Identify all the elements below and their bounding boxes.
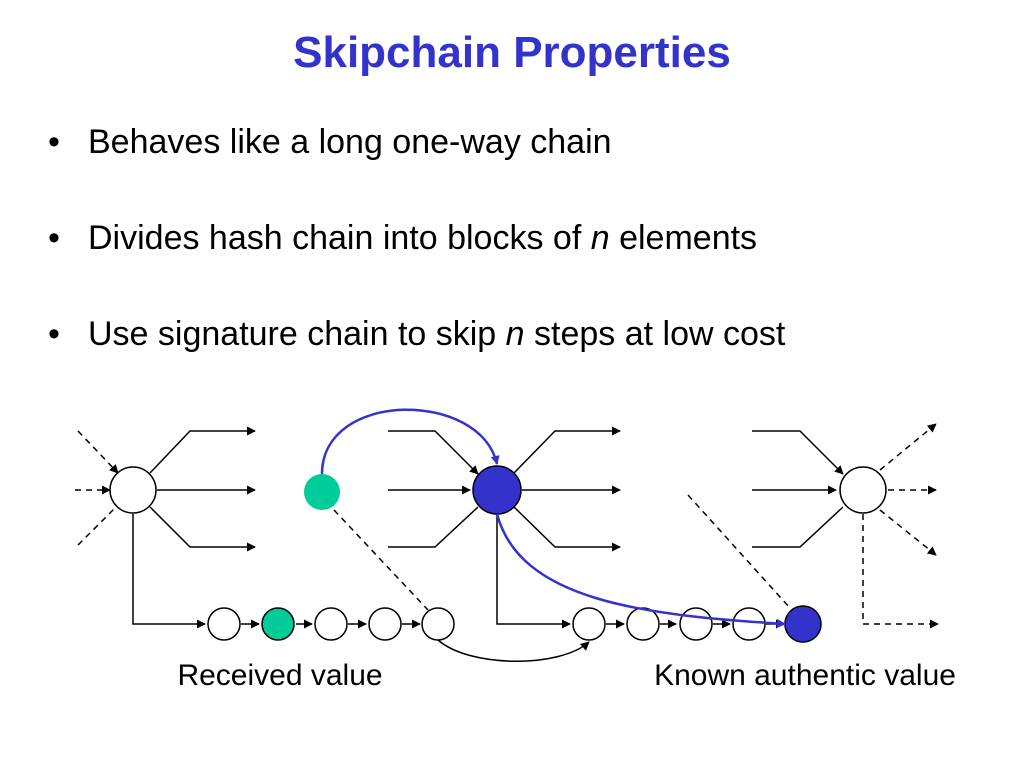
verify-arrow [320, 408, 500, 475]
known-authentic-value-label: Known authentic value [654, 659, 956, 692]
bullet-item: • Divides hash chain into blocks of n ele… [48, 214, 785, 310]
dashed-in-arrow [77, 430, 119, 474]
authentic-signature-node [472, 465, 522, 515]
dashed-link [687, 494, 791, 609]
bullet-item: • Behaves like a long one-way chain [48, 118, 785, 214]
bullet-text-after: elements [609, 219, 758, 257]
received-value-label: Received value [177, 659, 382, 692]
chain-node [572, 607, 606, 641]
fan-out-arrow [513, 506, 621, 552]
chain-node [368, 607, 402, 641]
in-line [388, 506, 479, 548]
bullet-italic: n [505, 315, 525, 353]
in-arrow [752, 430, 844, 475]
bullet-marker: • [48, 315, 60, 353]
received-signature-node [304, 474, 340, 510]
bullet-text: Behaves like a long one-way chain [88, 123, 612, 161]
in-arrow [388, 430, 479, 475]
chain-link-arrow [496, 515, 571, 629]
chain-node [732, 607, 766, 641]
bullet-text: Divides hash chain into blocks of [88, 219, 591, 257]
skip-arrow [437, 639, 590, 662]
fan-out-arrow [149, 506, 256, 552]
fan-out-arrow [149, 426, 256, 474]
dashed-chain-arrow [862, 514, 939, 629]
signature-block-1 [75, 426, 256, 629]
bullet-list: • Behaves like a long one-way chain • Divi… [48, 118, 785, 406]
authenticate-arrow [495, 513, 786, 628]
signature-block-3 [752, 423, 939, 629]
slide-title: Skipchain Properties [293, 28, 731, 77]
received-chain-node [261, 607, 295, 641]
hash-chain-2 [572, 605, 822, 643]
hash-chain-1 [207, 607, 455, 641]
chain-node [207, 607, 241, 641]
bullet-text-after: steps at low cost [524, 315, 786, 353]
chain-node [421, 607, 455, 641]
signature-block-2 [388, 426, 621, 629]
bullet-item: • Use signature chain to skip n steps at … [48, 310, 785, 406]
bullet-italic: n [590, 219, 610, 257]
in-line [752, 506, 844, 548]
dashed-out-arrow [879, 423, 937, 471]
signature-node [109, 466, 157, 514]
chain-node [626, 607, 660, 641]
chain-link-arrow [132, 514, 206, 629]
chain-node [314, 607, 348, 641]
dashed-link [333, 509, 429, 611]
bullet-marker: • [48, 123, 60, 161]
bullet-text: Use signature chain to skip [88, 315, 506, 353]
authentic-chain-node [784, 605, 822, 643]
dashed-out-arrow [879, 509, 937, 556]
signature-node [839, 466, 887, 514]
chain-node [679, 607, 713, 641]
bullet-marker: • [48, 219, 60, 257]
fan-out-arrow [513, 426, 621, 474]
dashed-in-line [77, 506, 117, 546]
received-signature [304, 474, 429, 611]
